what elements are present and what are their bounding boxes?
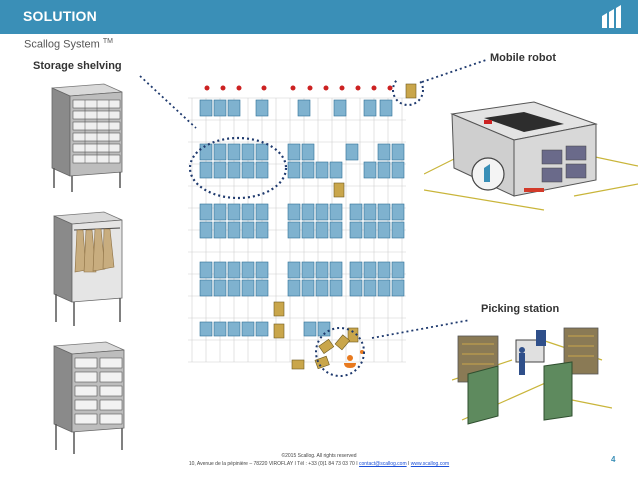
address-text: 10, Avenue de la pépinière – 78220 VIROF…	[188, 461, 360, 467]
header-bar	[0, 0, 638, 34]
page-number: 4	[611, 455, 616, 464]
scallog-logo-icon	[602, 5, 621, 28]
storage-shelf-boxes-illustration	[53, 341, 125, 454]
picking-station-illustration	[452, 327, 612, 425]
storage-shelving-label: Storage shelving	[33, 60, 122, 72]
storage-shelf-garments-illustration	[53, 211, 123, 326]
email-link[interactable]: contact@scallog.com	[359, 461, 407, 467]
trademark-mark: TM	[102, 38, 113, 45]
footer-separator: I	[406, 461, 411, 467]
subtitle-text: Scallog System	[24, 38, 100, 51]
copyright-notice: ©2015 Scallog. All rights reserved	[281, 453, 357, 459]
picking-station-label: Picking station	[481, 303, 560, 315]
storage-shelf-bins-illustration	[51, 83, 123, 192]
website-link[interactable]: www.scallog.com	[410, 461, 450, 467]
address-line: 10, Avenue de la pépinière – 78220 VIROF…	[0, 461, 638, 467]
mobile-robot-illustration	[424, 101, 638, 211]
warehouse-layout-diagram	[188, 80, 424, 377]
system-subtitle: Scallog System TM	[24, 38, 113, 51]
mobile-robot-label: Mobile robot	[490, 52, 556, 64]
slide-title: SOLUTION	[23, 8, 97, 24]
